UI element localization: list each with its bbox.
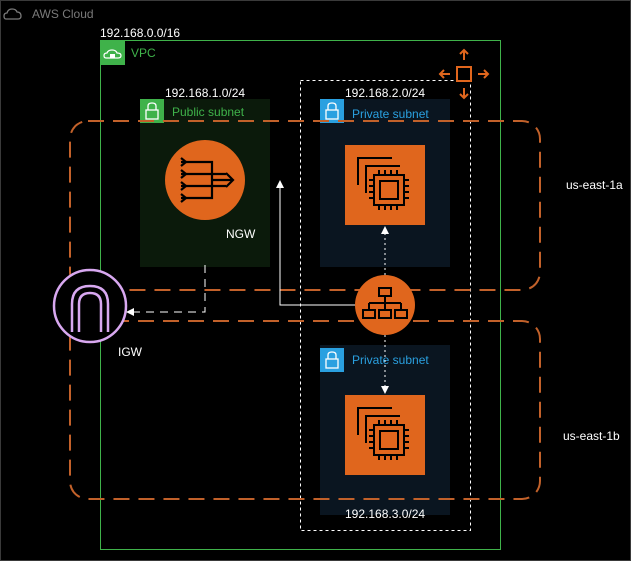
private-subnet-b-label: Private subnet — [352, 353, 429, 367]
private-subnet-a-label: Private subnet — [352, 107, 429, 121]
ngw-label: NGW — [226, 227, 256, 241]
cloud-icon — [3, 8, 22, 20]
vpc-cidr: 192.168.0.0/16 — [100, 26, 180, 40]
private-subnet-a-cidr: 192.168.2.0/24 — [345, 86, 425, 100]
igw-label: IGW — [118, 345, 143, 359]
private-subnet-b-cidr: 192.168.3.0/24 — [345, 507, 425, 521]
public-subnet-label: Public subnet — [172, 105, 245, 119]
az-us-east-1b — [69, 320, 541, 500]
lock-icon — [320, 348, 344, 372]
ec2-instance-icon[interactable] — [345, 395, 425, 475]
az-us-east-1a — [69, 120, 541, 291]
ngw-to-igw-connector — [126, 265, 206, 316]
nat-gateway-icon[interactable] — [165, 140, 245, 220]
internet-gateway-icon[interactable] — [52, 268, 128, 344]
public-subnet-cidr: 192.168.1.0/24 — [165, 86, 245, 100]
ec2-instance-icon[interactable] — [345, 145, 425, 225]
lock-icon — [320, 99, 344, 123]
auto-scaling-icon[interactable] — [438, 48, 490, 100]
connectors — [126, 180, 389, 394]
aws-cloud-label: AWS Cloud — [32, 7, 94, 21]
vpc-label: VPC — [131, 46, 156, 60]
lb-to-ngw-connector — [276, 180, 355, 306]
vpc-icon — [101, 41, 125, 65]
az-label-1a: us-east-1a — [566, 178, 623, 192]
lock-icon — [140, 99, 164, 123]
load-balancer-icon[interactable] — [355, 275, 415, 335]
az-label-1b: us-east-1b — [563, 429, 620, 443]
